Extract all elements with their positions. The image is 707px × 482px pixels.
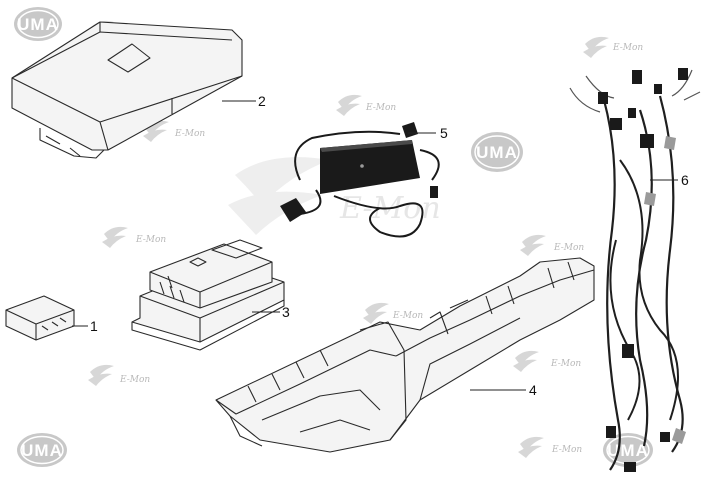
watermark-text: E-Mon <box>119 375 150 385</box>
battery-tray-icon <box>215 257 595 453</box>
callout-number: 3 <box>282 304 290 320</box>
watermark-text: E-Mon <box>135 235 166 245</box>
callout-3: 3 <box>252 304 290 320</box>
watermark-text: E-Mon <box>365 103 396 113</box>
callout-number: 2 <box>258 93 266 109</box>
callout-number: 5 <box>440 125 448 141</box>
watermark-text: E-Mon <box>612 43 643 53</box>
watermark-8: E-Mon <box>513 350 581 372</box>
callout-number: 4 <box>529 382 537 398</box>
callout-4: 4 <box>470 382 537 398</box>
controller-icon <box>131 239 285 351</box>
uma-logo-text: UMA <box>476 143 518 162</box>
electronic-module-icon <box>5 295 75 341</box>
callout-1: 1 <box>72 318 98 334</box>
callout-2: 2 <box>222 93 266 109</box>
uma-logo-center: UMA <box>471 132 523 172</box>
uma-logo-bottom-left: UMA <box>17 433 67 467</box>
wiring-harness-icon <box>569 68 701 472</box>
watermark-5: E-Mon <box>102 226 166 248</box>
callout-6: 6 <box>650 172 689 188</box>
watermark-2: E-Mon <box>583 36 643 58</box>
uma-logo-text: UMA <box>21 441 63 460</box>
watermark-3: E-Mon <box>336 94 396 116</box>
watermark-6: E-Mon <box>520 234 584 256</box>
watermark-text: E-Mon <box>553 243 584 253</box>
charger-icon <box>280 122 440 238</box>
watermark-text: E-Mon <box>550 359 581 369</box>
watermark-text: E-Mon <box>392 311 423 321</box>
watermark-7: E-Mon <box>363 302 423 324</box>
watermark-text: E-Mon <box>551 445 582 455</box>
callout-number: 6 <box>681 172 689 188</box>
watermark-text: E-Mon <box>174 129 205 139</box>
uma-logo-text: UMA <box>17 15 59 34</box>
callout-5: 5 <box>408 125 448 141</box>
battery-cover-icon <box>11 21 243 159</box>
uma-logo-text: UMA <box>607 441 649 460</box>
watermark-10: E-Mon <box>518 436 582 458</box>
uma-logo-top-left: UMA <box>14 7 62 41</box>
watermark-9: E-Mon <box>88 364 150 386</box>
callout-number: 1 <box>90 318 98 334</box>
